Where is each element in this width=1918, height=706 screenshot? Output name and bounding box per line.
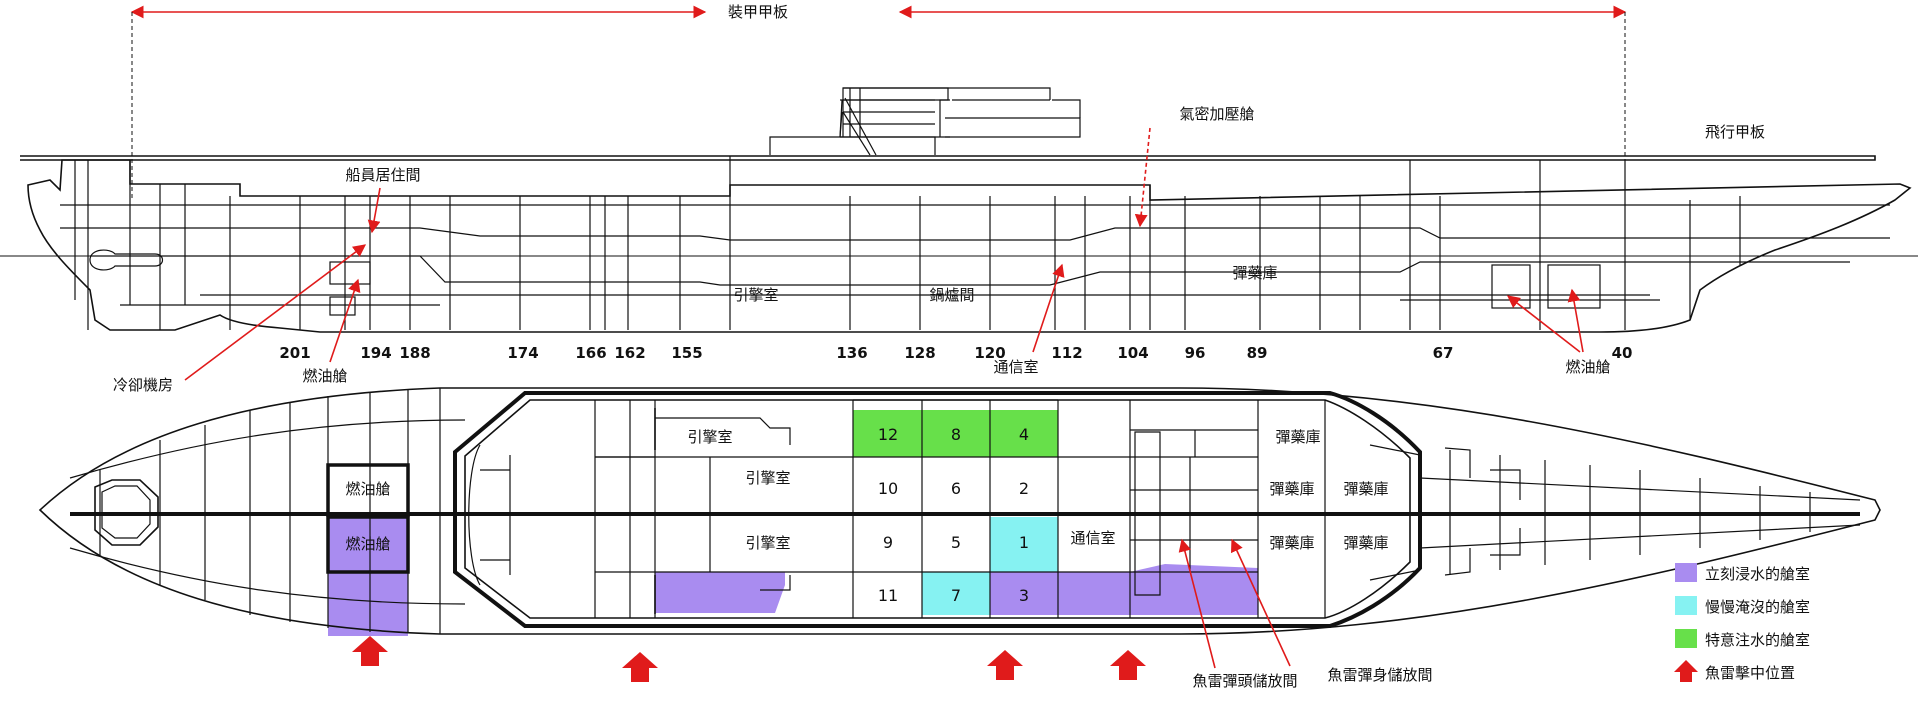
frame-104: 104 [1117,344,1148,362]
plan-fuel-tank-a-label: 燃油艙 [345,480,390,498]
boiler-11: 11 [878,586,898,605]
frame-89: 89 [1247,344,1268,362]
torpedo-body-label: 魚雷彈身儲放間 [1327,666,1432,684]
torpedo-hit-2 [622,652,658,682]
torpedo-hit-3 [987,650,1023,680]
frame-155: 155 [671,344,702,362]
boiler-7: 7 [951,586,961,605]
fwd-fuel-label: 燃油艙 [1565,358,1610,376]
side-bulkheads [74,156,1741,330]
plan-engine-room-1: 引擎室 [687,428,732,446]
plan-magazine-r2a: 彈藥庫 [1269,534,1314,552]
pressurized-label: 氣密加壓艙 [1179,105,1254,123]
frame-194: 194 [360,344,391,362]
side-magazine-label: 彈藥庫 [1232,264,1277,282]
frame-120: 120 [974,344,1005,362]
torpedo-hit-4 [1110,650,1146,680]
legend-immediate: 立刻浸水的艙室 [1705,565,1810,583]
frame-188: 188 [399,344,430,362]
side-engine-label: 引擎室 [733,286,778,304]
boiler-5: 5 [951,533,961,552]
flooded-boiler-3 [990,572,1058,615]
aft-fuel-box-2 [329,296,356,316]
fwd-fuel-box-1 [1491,264,1531,309]
island-structure [769,87,1081,156]
boiler-4: 4 [1019,425,1029,444]
frame-174: 174 [507,344,538,362]
stern-rudder-housing [94,479,159,546]
plan-bulkheads [99,388,1811,634]
frame-128: 128 [904,344,935,362]
plan-hull-outline [38,387,1881,635]
flooded-engine-room [655,572,785,613]
plan-fuel-tank-a-box [326,463,410,517]
slow-boiler-7 [922,572,990,615]
legend-swatch-slow [1675,596,1697,615]
armored-box [453,391,1422,628]
boiler-3: 3 [1019,586,1029,605]
boiler-12: 12 [878,425,898,444]
plan-fuel-tank-b-label: 燃油艙 [345,535,390,553]
boiler-10: 10 [878,479,898,498]
flooded-aft-block [328,572,408,636]
fwd-fuel-box-2 [1547,264,1601,309]
plan-magazine-r1a: 彈藥庫 [1269,480,1314,498]
legend-counter: 特意注水的艙室 [1705,631,1810,649]
frame-162: 162 [614,344,645,362]
flight-deck [20,155,1876,161]
boiler-2: 2 [1019,479,1029,498]
crew-quarters-label: 船員居住間 [345,166,420,184]
plan-engine-room-3: 引擎室 [745,534,790,552]
frame-40: 40 [1612,344,1633,362]
frame-96: 96 [1185,344,1206,362]
legend-slow: 慢慢淹沒的艙室 [1705,598,1810,616]
frame-67: 67 [1433,344,1454,362]
plan-magazine-top: 彈藥庫 [1275,428,1320,446]
torpedo-hit-1 [352,636,388,666]
side-boiler-label: 鍋爐間 [929,286,974,304]
torpedo-hit-markers [352,636,1146,682]
plan-comms-room: 通信室 [1070,529,1115,547]
boiler-6: 6 [951,479,961,498]
plan-view: 燃油艙 燃油艙 引擎室 引擎室 引擎室 通信室 彈藥庫 彈藥庫 彈藥庫 彈藥庫 … [38,387,1881,690]
counter-flooded-row [853,410,1058,457]
side-comms-label: 通信室 [993,358,1038,376]
plan-magazine-r1b: 彈藥庫 [1343,480,1388,498]
armored-deck-label: 裝甲甲板 [728,3,788,21]
flight-deck-label: 飛行甲板 [1705,123,1765,141]
boiler-1: 1 [1019,533,1029,552]
aft-fuel-box-1 [329,261,371,285]
slow-boiler-1 [990,517,1058,572]
frame-112: 112 [1051,344,1082,362]
flooded-comms-magazine [1058,564,1258,615]
frame-136: 136 [836,344,867,362]
stern-shaft [89,249,164,271]
legend-swatch-counter [1675,629,1697,648]
plan-fuel-tank-b-box [326,515,410,574]
torpedo-warhead-label: 魚雷彈頭儲放間 [1192,672,1297,690]
frame-166: 166 [575,344,606,362]
legend-swatch-immediate [1675,563,1697,582]
plan-magazine-r2b: 彈藥庫 [1343,534,1388,552]
refrigeration-label: 冷卻機房 [113,376,173,394]
boiler-9: 9 [883,533,893,552]
plan-engine-room-2: 引擎室 [745,469,790,487]
frame-201: 201 [279,344,310,362]
frame-number-row: 201 194 188 174 166 162 155 136 128 120 … [279,344,1632,362]
hull-outline [27,159,1912,333]
legend: 立刻浸水的艙室 慢慢淹沒的艙室 特意注水的艙室 魚雷擊中位置 [1674,563,1810,682]
boiler-number-grid: 12 8 4 10 6 2 9 5 1 11 7 3 [878,425,1029,605]
legend-swatch-hit [1674,660,1698,682]
side-profile: 裝甲甲板 飛行甲板 [0,3,1918,394]
flooded-fuel-tank [328,517,408,572]
boiler-8: 8 [951,425,961,444]
aft-fuel-label: 燃油艙 [302,367,347,385]
legend-hit: 魚雷擊中位置 [1705,664,1795,682]
